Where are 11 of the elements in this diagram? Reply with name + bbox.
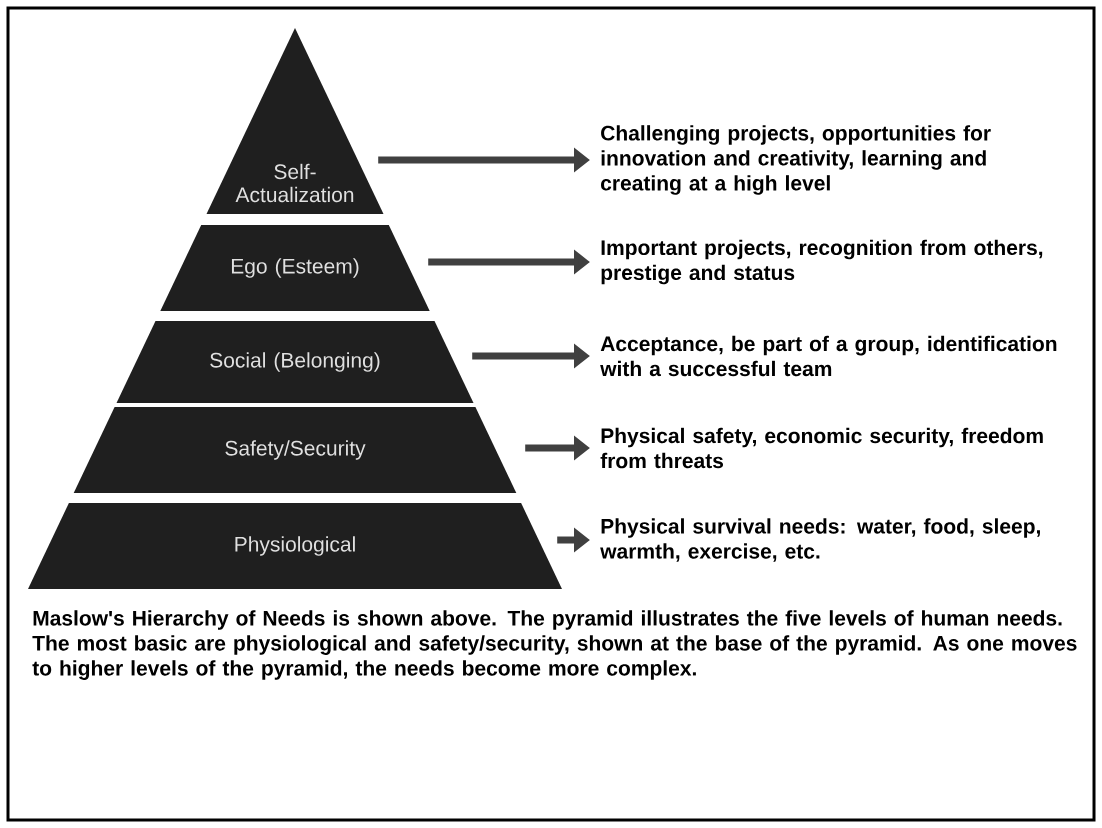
pyramid-tier: Social (Belonging) <box>116 321 474 403</box>
description-text: Important projects, recognition from others, prestige and status <box>601 239 1043 285</box>
caption-text: Maslow's Hierarchy of Needs is shown above. The pyramid illustrates the five levels of human needs. The most basic are physiological and safety/security, shown at the base of the pyramid. As one moves to higher levels of the pyramid, the needs become more complex. <box>32 610 1077 680</box>
pyramid-tier: Ego (Esteem) <box>160 225 430 311</box>
description-text: Acceptance, be part of a group, identification with a successful team <box>600 335 1057 377</box>
description-text: Challenging projects, opportunities for innovation and creativity, learning and creating at a high level <box>601 125 991 195</box>
pyramid-tier: Self- Actualization <box>206 28 384 214</box>
description-text: Physical survival needs: water, food, sleep, warmth, exercise, etc. <box>600 518 1040 562</box>
pyramid-tier: Safety/Security <box>73 407 517 493</box>
description-text: Physical safety, economic security, freedom from threats <box>600 427 1043 469</box>
pyramid-tier: Physiological <box>28 503 562 589</box>
